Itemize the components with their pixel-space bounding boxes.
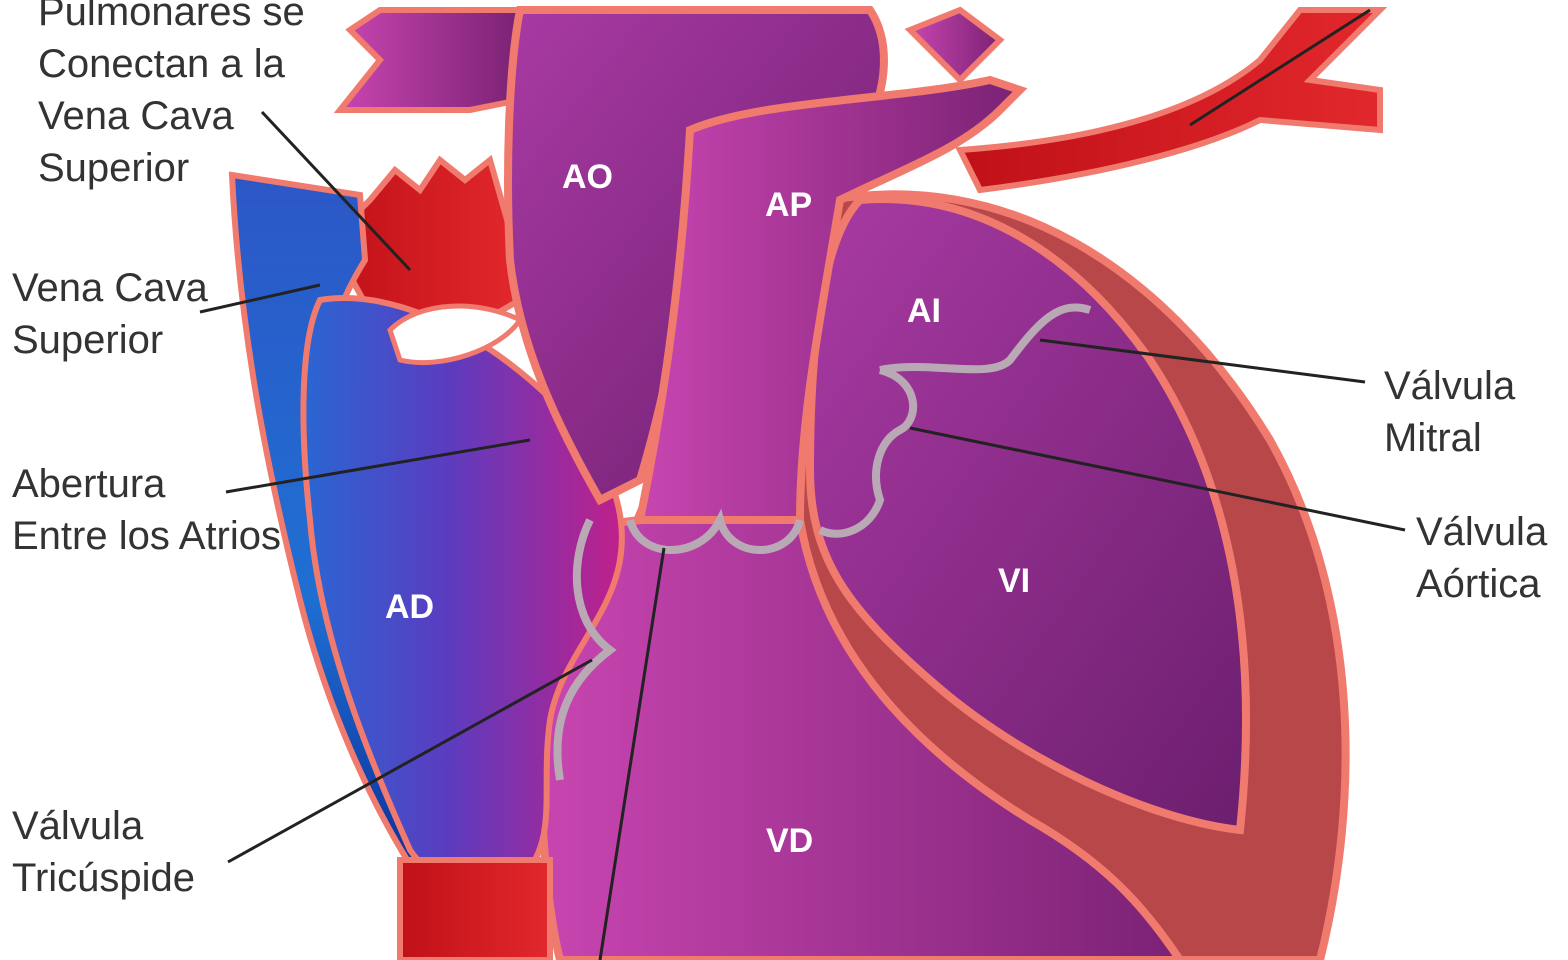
inferior-vena-cava — [400, 860, 550, 960]
label-vena-cava-line-1: Vena Cava — [12, 262, 208, 314]
pulmonary-artery-right — [960, 10, 1380, 190]
label-vena-cava-line-2: Superior — [12, 314, 208, 366]
chamber-label-vi: VI — [998, 562, 1030, 600]
label-pulmonary-veins: Pulmonares se Conectan a la Vena Cava Su… — [38, 0, 305, 194]
pulmonary-branch-top — [910, 10, 1000, 80]
label-tricuspide: Válvula Tricúspide — [12, 800, 195, 904]
label-abertura-line-1: Abertura — [12, 458, 281, 510]
label-tricuspide-line-1: Válvula — [12, 800, 195, 852]
label-mitral: Válvula Mitral — [1384, 360, 1515, 464]
label-mitral-line-1: Válvula — [1384, 360, 1515, 412]
label-pulmonary-line-2: Conectan a la — [38, 38, 305, 90]
chamber-label-ap: AP — [765, 186, 812, 224]
label-tricuspide-line-2: Tricúspide — [12, 852, 195, 904]
label-aortica-line-2: Aórtica — [1416, 558, 1547, 610]
label-pulmonary-line-4: Superior — [38, 142, 305, 194]
label-vena-cava: Vena Cava Superior — [12, 262, 208, 366]
label-pulmonary-line-3: Vena Cava — [38, 90, 305, 142]
chamber-label-ao: AO — [562, 158, 613, 196]
label-pulmonary-line-1: Pulmonares se — [38, 0, 305, 38]
chamber-label-ai: AI — [907, 292, 941, 330]
label-aortica: Válvula Aórtica — [1416, 506, 1547, 610]
label-aortica-line-1: Válvula — [1416, 506, 1547, 558]
label-mitral-line-2: Mitral — [1384, 412, 1515, 464]
label-abertura-line-2: Entre los Atrios — [12, 510, 281, 562]
pulmonary-veins-left — [340, 10, 520, 110]
chamber-label-ad: AD — [385, 588, 434, 626]
label-abertura: Abertura Entre los Atrios — [12, 458, 281, 562]
chamber-label-vd: VD — [766, 822, 813, 860]
